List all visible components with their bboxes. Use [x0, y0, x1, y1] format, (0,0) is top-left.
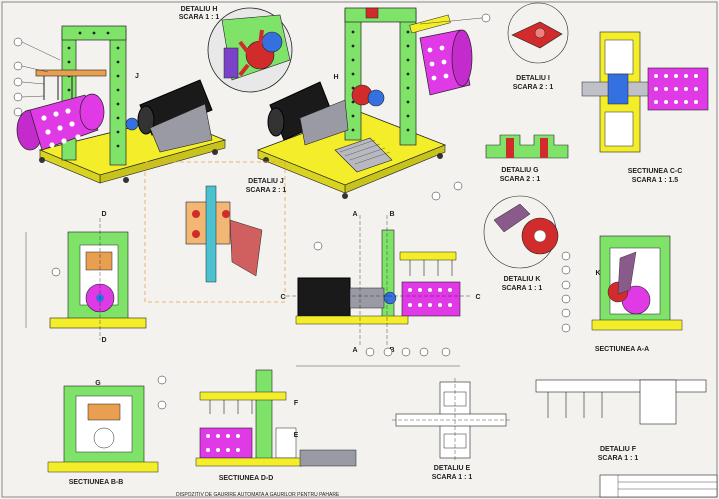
marker-a-top: A — [352, 211, 357, 218]
detail-i-scale: SCARA 2 : 1 — [513, 84, 554, 91]
marker-c-right: C — [475, 294, 480, 301]
title-block — [599, 474, 718, 498]
section-b-b-title: SECTIUNEA B-B — [69, 479, 124, 486]
detail-g-scale: SCARA 2 : 1 — [500, 176, 541, 183]
detail-f: DETALIU F SCARA 1 : 1 — [535, 379, 707, 462]
marker-c-left: C — [280, 294, 285, 301]
marker-b-bottom: B — [389, 347, 394, 354]
section-c-c-scale: SCARA 1 : 1.5 — [632, 177, 679, 184]
marker-h-iso: H — [333, 74, 338, 81]
detail-e-title: DETALIU E — [434, 465, 471, 472]
section-a-a-title: SECTIUNEA A-A — [595, 346, 649, 353]
isometric-view-right: H — [256, 7, 491, 201]
detail-j-scale: SCARA 2 : 1 — [246, 187, 287, 194]
detail-j: DETALIU J SCARA 2 : 1 — [144, 161, 287, 303]
detail-k: DETALIU K SCARA 1 : 1 — [483, 195, 559, 292]
marker-k: K — [595, 270, 600, 277]
section-a-a: K SECTIUNEA A-A — [561, 235, 683, 353]
detail-h-title: DETALIU H — [181, 6, 218, 13]
section-c-c-title: SECTIUNEA C-C — [628, 168, 683, 175]
marker-a-bottom: A — [352, 347, 357, 354]
section-b-b: G SECTIUNEA B-B — [47, 375, 167, 486]
detail-h: DETALIU H SCARA 1 : 1 — [179, 6, 293, 93]
detail-k-scale: SCARA 1 : 1 — [502, 285, 543, 292]
detail-e-scale: SCARA 1 : 1 — [432, 474, 473, 481]
detail-f-title: DETALIU F — [600, 446, 637, 453]
detail-j-title: DETALIU J — [248, 178, 284, 185]
bottom-caption: DISPOZITIV DE GAURIRE AUTOMATA A GAURILO… — [176, 492, 340, 498]
section-c-c: SECTIUNEA C-C SCARA 1 : 1.5 — [581, 31, 709, 184]
marker-f: F — [294, 400, 299, 407]
marker-d-top: D — [101, 211, 106, 218]
marker-e: E — [294, 432, 299, 439]
detail-g-title: DETALIU G — [501, 167, 539, 174]
marker-g: G — [95, 380, 101, 387]
front-view-center: A B A B C C — [280, 211, 481, 367]
detail-i: DETALIU I SCARA 2 : 1 — [507, 2, 569, 91]
front-view-d: D D — [25, 211, 147, 344]
detail-k-title: DETALIU K — [504, 276, 541, 283]
isometric-view-left: J — [13, 25, 227, 184]
section-d-d-title: SECTIUNEA D-D — [219, 475, 274, 482]
detail-i-title: DETALIU I — [516, 75, 550, 82]
detail-e: DETALIU E SCARA 1 : 1 — [392, 378, 510, 481]
detail-h-scale: SCARA 1 : 1 — [179, 14, 220, 21]
marker-b-top: B — [389, 211, 394, 218]
detail-f-scale: SCARA 1 : 1 — [598, 455, 639, 462]
detail-g: DETALIU G SCARA 2 : 1 — [485, 134, 569, 183]
section-d-d: F E SECTIUNEA D-D — [195, 369, 357, 482]
marker-d-bottom: D — [101, 337, 106, 344]
marker-j-iso: J — [135, 73, 139, 80]
